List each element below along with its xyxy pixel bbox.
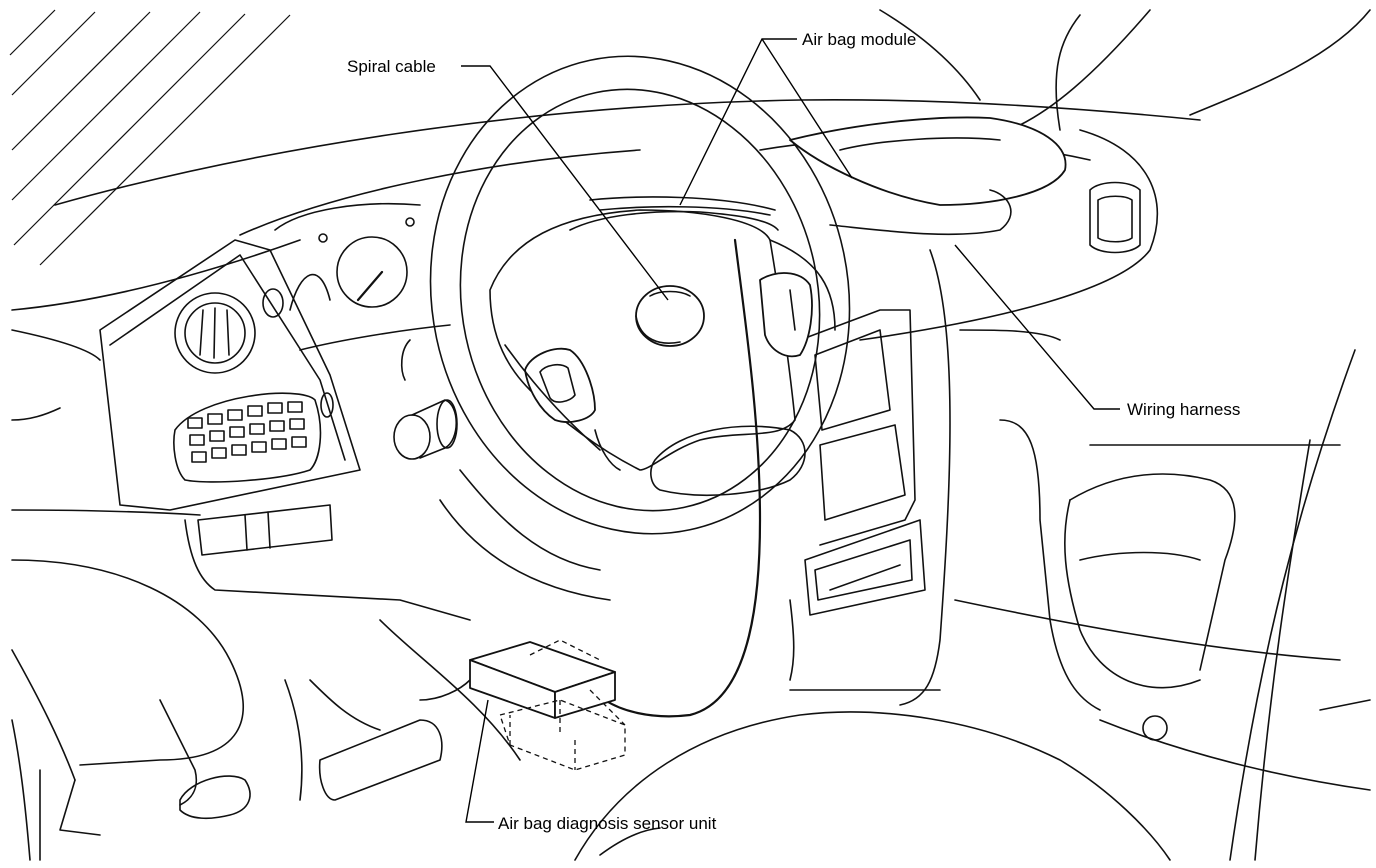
spiral-cable-label: Spiral cable	[347, 57, 436, 76]
passenger-air-bag-module	[789, 116, 1067, 206]
steering-column	[439, 469, 611, 601]
wiring-harness-leader	[954, 244, 1120, 410]
air-bag-module-leader-passenger	[761, 38, 853, 179]
dash-right-contour	[829, 189, 1012, 236]
steering-wheel	[429, 55, 851, 535]
spiral-cable-boss	[635, 285, 705, 347]
spiral-cable-leader	[461, 65, 669, 301]
combination-switch	[393, 339, 458, 460]
sensor-unit-leader	[465, 699, 494, 823]
windshield-frame	[54, 9, 1371, 206]
gauge-cluster	[274, 202, 451, 351]
instrument-pod	[99, 239, 361, 511]
switch-panel	[197, 504, 333, 556]
leader-lines	[461, 38, 1120, 823]
pedals	[159, 679, 471, 820]
air-bag-diagnosis-sensor-unit-label: Air bag diagnosis sensor unit	[498, 814, 717, 833]
windshield-hatching	[9, 9, 291, 266]
air-bag-diagnosis-sensor-unit	[469, 639, 626, 771]
right-side	[954, 349, 1371, 861]
dashboard-top	[11, 14, 1159, 516]
left-air-vent	[173, 392, 322, 483]
wiring-harness-label: Wiring harness	[1127, 400, 1240, 419]
wiring-harness-line	[603, 238, 762, 718]
center-console	[789, 249, 1061, 706]
right-air-vent	[1089, 181, 1141, 254]
air-bag-module-label: Air bag module	[802, 30, 916, 49]
lower-dash	[11, 519, 471, 861]
floor	[379, 619, 1171, 861]
